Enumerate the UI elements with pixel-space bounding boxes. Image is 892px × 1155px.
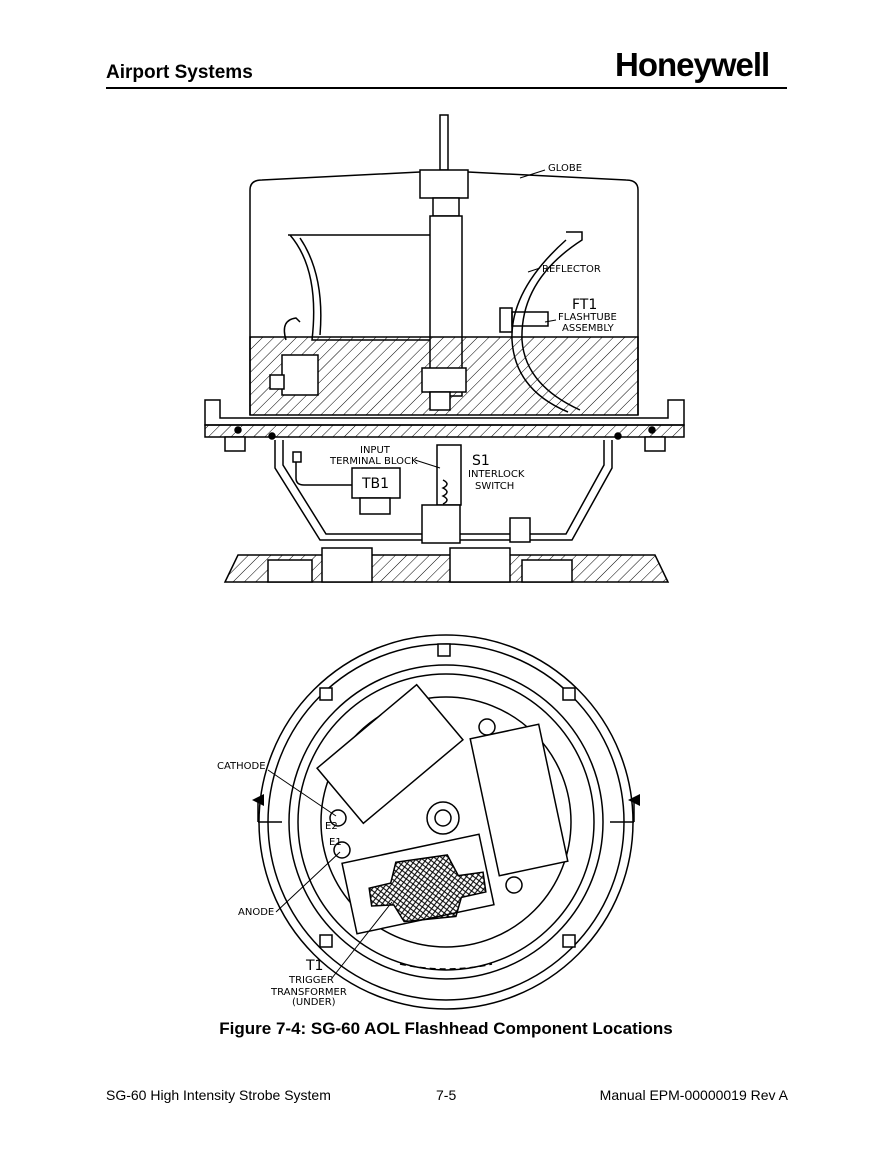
label-input: INPUT <box>360 445 391 456</box>
section-title: Airport Systems <box>106 62 253 83</box>
label-transformer: TRANSFORMER <box>270 987 347 998</box>
footer-right: Manual EPM-00000019 Rev A <box>599 1087 788 1103</box>
label-e2: E2 <box>325 821 338 832</box>
label-anode: ANODE <box>238 907 274 918</box>
footer-page-number: 7-5 <box>436 1087 457 1103</box>
label-ft1: FT1 <box>572 297 597 313</box>
label-s1: S1 <box>472 453 490 469</box>
label-trigger: TRIGGER <box>288 975 334 986</box>
label-t1: T1 <box>305 958 323 974</box>
label-interlock: INTERLOCK <box>468 469 525 480</box>
header-divider <box>106 87 787 89</box>
footer-left: SG-60 High Intensity Strobe System <box>106 1087 331 1103</box>
side-view <box>204 114 685 583</box>
label-assembly: ASSEMBLY <box>562 323 615 334</box>
label-reflector: REFLECTOR <box>542 264 601 275</box>
label-cathode: CATHODE <box>217 761 266 772</box>
label-under: (UNDER) <box>292 997 336 1008</box>
label-tb1: TB1 <box>361 476 389 492</box>
label-flashtube: FLASHTUBE <box>558 312 617 323</box>
label-e1: E1 <box>329 837 342 848</box>
label-switch: SWITCH <box>475 481 514 492</box>
label-globe: GLOBE <box>548 163 582 174</box>
top-view <box>258 634 634 1010</box>
label-terminal-block: TERMINAL BLOCK <box>329 456 418 467</box>
honeywell-logo: Honeywell <box>615 46 770 83</box>
figure-caption: Figure 7-4: SG-60 AOL Flashhead Componen… <box>219 1019 673 1038</box>
